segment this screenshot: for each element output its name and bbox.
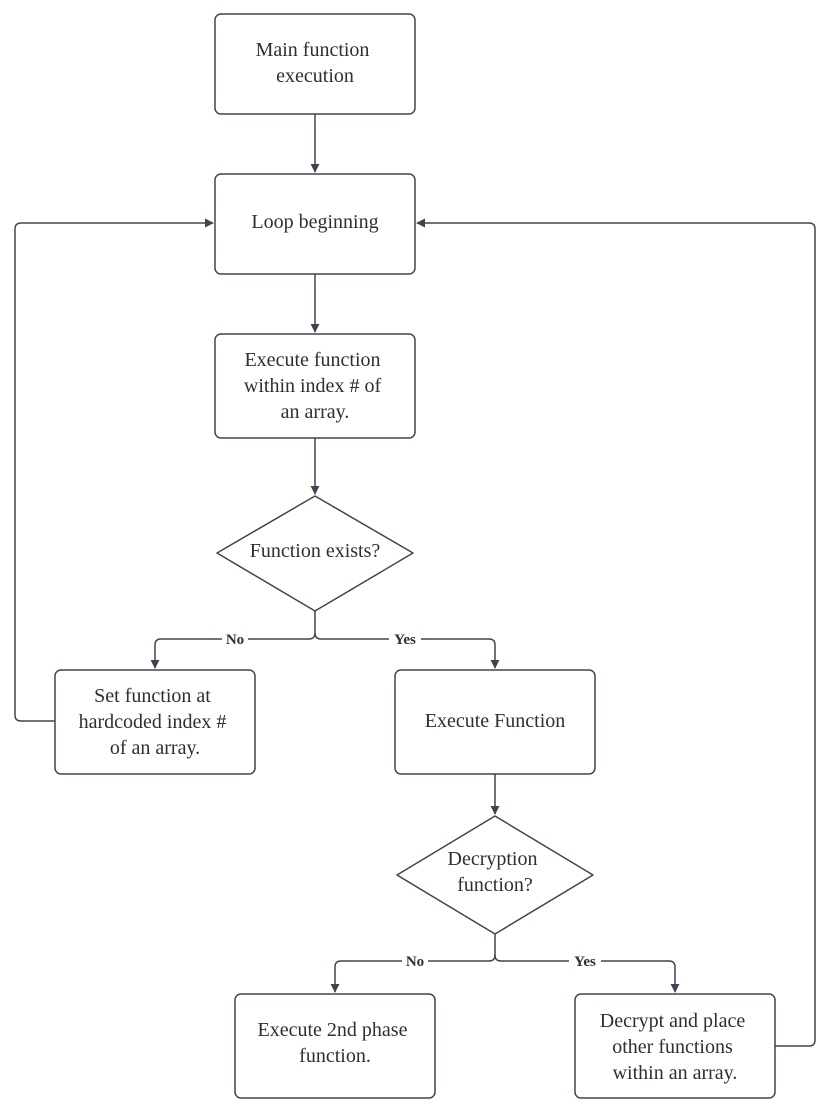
node-exec-index-line: within index # of bbox=[244, 375, 382, 397]
node-decrypt-place-line: other functions bbox=[612, 1036, 733, 1058]
svg-text:Execute Function: Execute Function bbox=[425, 710, 566, 732]
node-decrypt-place-line: Decrypt and place bbox=[600, 1010, 746, 1032]
node-decrypt-place-line: within an array. bbox=[613, 1062, 738, 1084]
node-loop-line: Loop beginning bbox=[251, 211, 378, 233]
node-func-exists-line: Function exists? bbox=[250, 540, 381, 562]
svg-text:Decryption function?: Decryption function? bbox=[448, 848, 543, 896]
edge-set-func-to-loop bbox=[14, 218, 214, 722]
edge-label-decrypt-yes: Yes bbox=[574, 954, 596, 970]
node-exec-2nd-line: Execute 2nd phase bbox=[258, 1019, 408, 1041]
node-decrypt-q-line: function? bbox=[457, 874, 533, 896]
node-func-exists: Function exists? bbox=[216, 495, 414, 612]
node-exec-2nd-line: function. bbox=[299, 1045, 371, 1067]
edge-label-exists-no: No bbox=[226, 632, 244, 648]
edge-decrypt-q-yes bbox=[494, 954, 680, 993]
node-set-func-line: hardcoded index # bbox=[79, 711, 227, 733]
edge-label-exists-yes: Yes bbox=[394, 632, 416, 648]
node-decrypt-q-line: Decryption bbox=[448, 848, 538, 870]
edge-decrypt-place-to-loop bbox=[416, 218, 816, 1047]
node-exec-index-line: Execute function bbox=[244, 349, 380, 371]
node-main-line: execution bbox=[276, 65, 354, 87]
node-set-func: Set function at hardcoded index # of an … bbox=[54, 669, 256, 775]
edge-label-decrypt-no: No bbox=[406, 954, 424, 970]
node-exec-index-line: an array. bbox=[281, 401, 350, 423]
svg-text:Execute 2nd phase functi: Execute 2nd phase function. bbox=[258, 1019, 413, 1067]
node-main-line: Main function bbox=[256, 39, 370, 61]
node-main: Main function execution bbox=[214, 13, 416, 115]
node-exec-2nd: Execute 2nd phase function. bbox=[234, 993, 436, 1099]
node-exec-func: Execute Function bbox=[394, 669, 596, 775]
node-loop: Loop beginning bbox=[214, 173, 416, 275]
svg-text:Function exists?: Function exists? bbox=[250, 540, 381, 562]
node-set-func-line: of an array. bbox=[110, 737, 200, 759]
node-decrypt-place: Decrypt and place other functions within… bbox=[574, 993, 776, 1099]
edge-func-exists-yes bbox=[314, 632, 500, 669]
node-exec-func-line: Execute Function bbox=[425, 710, 566, 732]
svg-text:Decrypt and place other: Decrypt and place other functions within… bbox=[600, 1010, 750, 1084]
node-exec-index: Execute function within index # of an ar… bbox=[214, 333, 416, 439]
edges bbox=[14, 114, 816, 1047]
svg-text:Loop beginning: Loop beginning bbox=[251, 211, 378, 233]
node-set-func-line: Set function at bbox=[94, 685, 211, 707]
svg-text:Set function at hardcode: Set function at hardcoded index # of an … bbox=[79, 685, 232, 759]
edge-labels: No Yes No Yes bbox=[222, 630, 601, 970]
node-decrypt-q: Decryption function? bbox=[396, 815, 594, 935]
svg-text:Execute function within: Execute function within index # of an ar… bbox=[244, 349, 386, 423]
svg-text:Main function execution: Main function execution bbox=[256, 39, 375, 87]
